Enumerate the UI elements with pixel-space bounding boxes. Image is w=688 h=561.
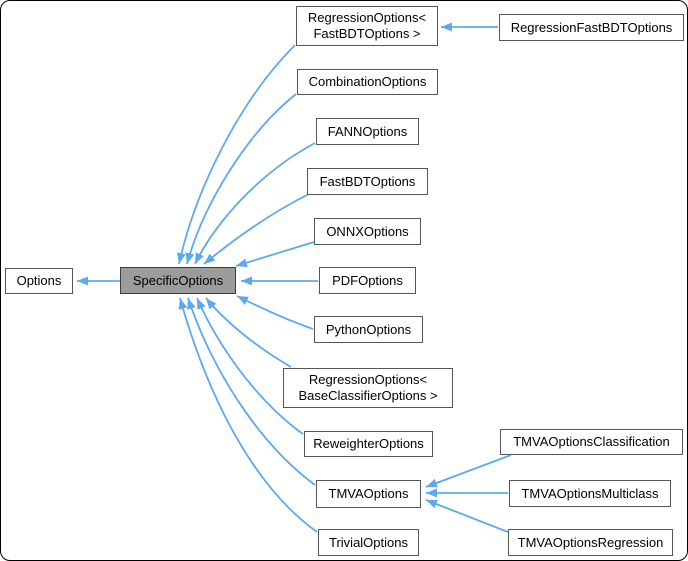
edge-fannoptions-to-specificoptions (194, 142, 316, 265)
edge-onnxoptions-to-specificoptions (235, 241, 315, 268)
class-node-combination-options[interactable]: CombinationOptions (297, 69, 438, 95)
class-node-options[interactable]: Options (5, 268, 73, 294)
edge-tmvaoptionsclassification-to-tmvaoptions (425, 454, 512, 488)
edge-combinationoptions-to-specificoptions (185, 93, 297, 265)
class-node-trivial-options[interactable]: TrivialOptions (318, 529, 419, 556)
class-node-tmva-options-multiclass[interactable]: TMVAOptionsMulticlass (509, 480, 671, 507)
edge-regressionoptions-baseclassifier-to-specificoptions (205, 297, 292, 368)
edge-regressionoptions-fastbdt-to-specificoptions (176, 44, 296, 265)
edge-trivialoptions-to-specificoptions (178, 297, 318, 533)
class-node-pdf-options[interactable]: PDFOptions (319, 267, 416, 294)
class-node-tmva-options[interactable]: TMVAOptions (316, 480, 421, 508)
edge-tmvaoptions-to-specificoptions (187, 297, 316, 486)
class-node-onnx-options[interactable]: ONNXOptions (314, 218, 421, 245)
class-node-tmva-options-regression[interactable]: TMVAOptionsRegression (508, 529, 673, 556)
class-node-regression-fastbdt-options[interactable]: RegressionFastBDTOptions (499, 14, 684, 41)
edge-tmvaoptionsregression-to-tmvaoptions (425, 499, 509, 533)
class-node-regression-options-fastbdt[interactable]: RegressionOptions< FastBDTOptions > (296, 6, 438, 46)
class-node-tmva-options-classification[interactable]: TMVAOptionsClassification (500, 429, 683, 455)
class-node-regression-options-baseclassifier[interactable]: RegressionOptions< BaseClassifierOptions… (283, 368, 453, 408)
class-node-python-options[interactable]: PythonOptions (314, 316, 423, 343)
class-node-specific-options: SpecificOptions (120, 267, 236, 294)
edge-pythonoptions-to-specificoptions (236, 295, 314, 330)
edge-reweighteroptions-to-specificoptions (196, 297, 304, 435)
edge-fastbdtoptions-to-specificoptions (203, 193, 310, 265)
class-node-fastbdt-options[interactable]: FastBDTOptions (307, 168, 428, 195)
class-node-reweighter-options[interactable]: ReweighterOptions (304, 431, 433, 457)
class-node-fann-options[interactable]: FANNOptions (316, 118, 419, 145)
